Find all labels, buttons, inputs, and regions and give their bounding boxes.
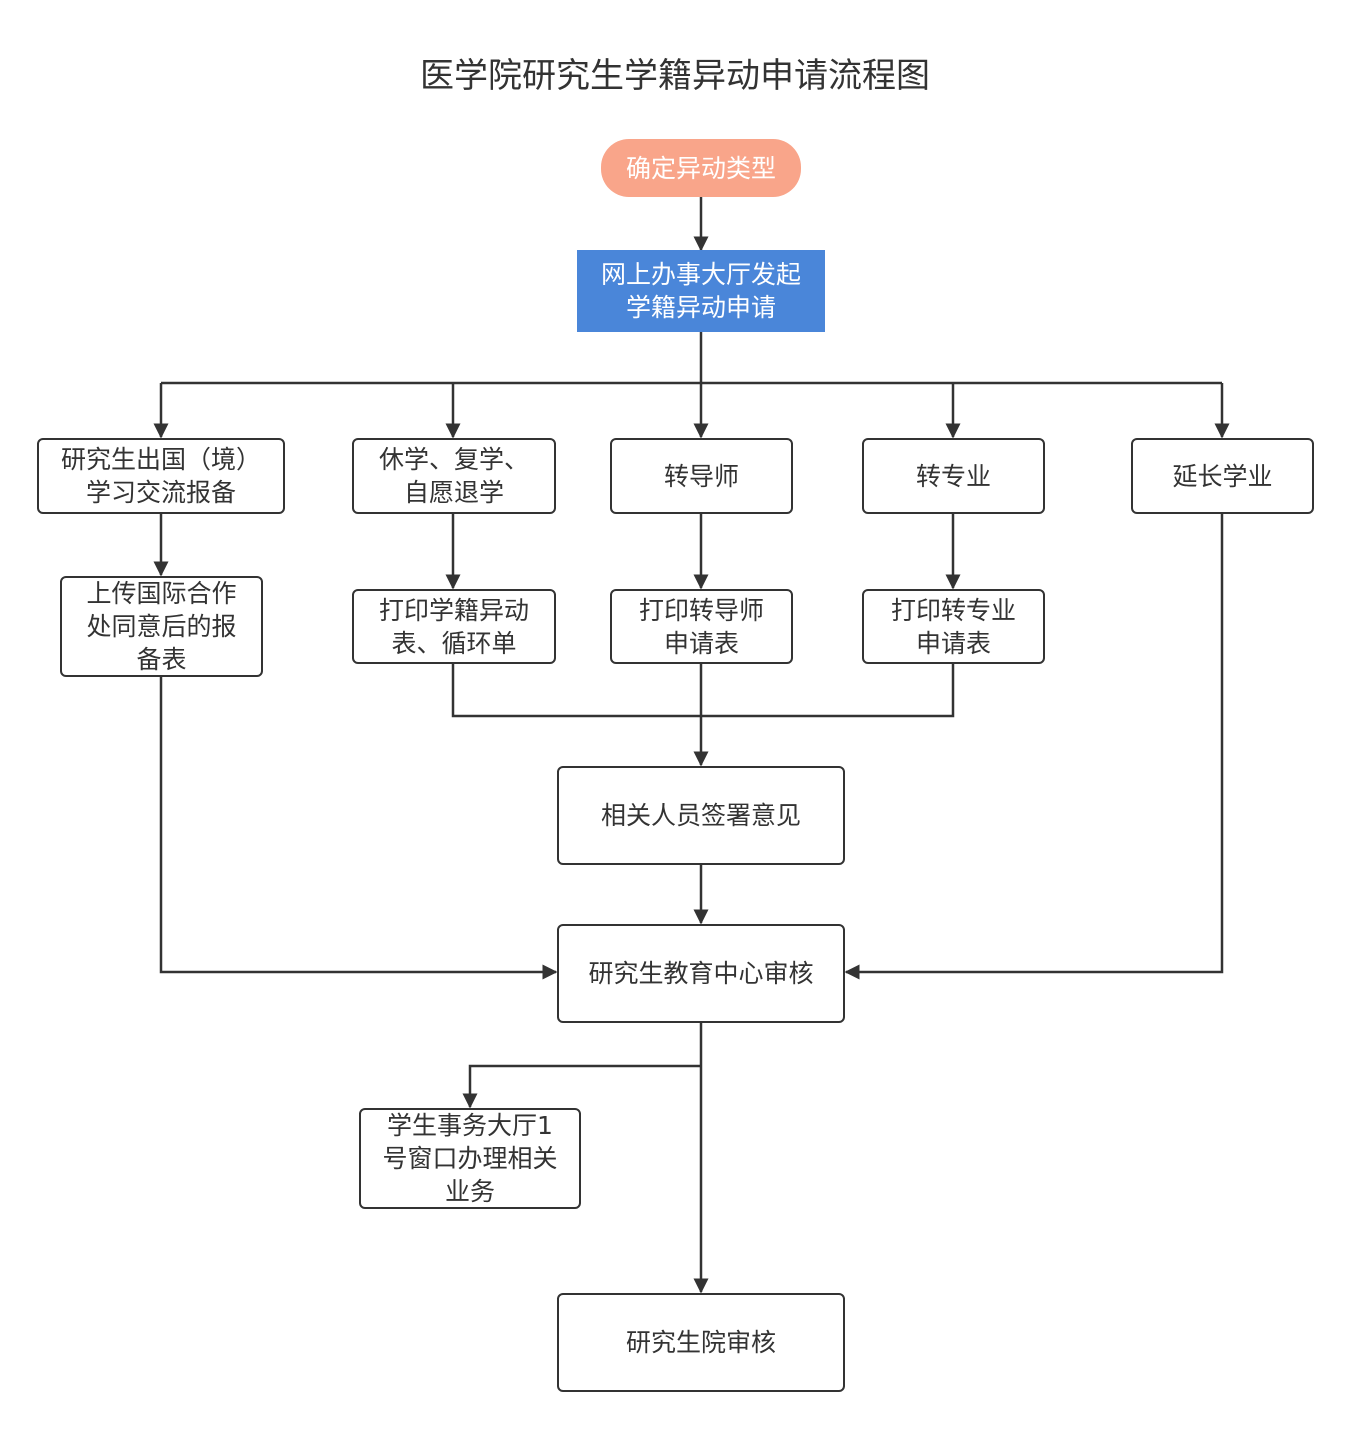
- node-label: 网上办事大厅发起学籍异动申请: [601, 258, 801, 324]
- node-print-major-form: 打印转专业申请表: [862, 589, 1045, 664]
- node-label: 研究生出国（境） 学习交流报备: [61, 443, 261, 509]
- node-label-line: 处同意后的报: [86, 612, 237, 641]
- node-start: 确定异动类型: [601, 139, 801, 197]
- node-suspend-resume-withdraw: 休学、复学、自愿退学: [352, 438, 556, 514]
- node-label-line: 确定异动类型: [625, 153, 776, 183]
- node-label-line: 打印转专业: [890, 595, 1016, 625]
- node-label-line: 申请表: [663, 628, 739, 658]
- node-label: 研究生院审核: [626, 1326, 776, 1359]
- node-label-line: 网上办事大厅发起: [600, 260, 801, 289]
- node-change-major: 转专业: [862, 438, 1045, 514]
- node-label-line: 延长学业: [1172, 461, 1273, 491]
- node-label-line: 打印学籍异动: [378, 595, 529, 625]
- node-change-advisor: 转导师: [610, 438, 793, 514]
- node-label-line: 申请表: [915, 628, 991, 658]
- node-label: 相关人员签署意见: [601, 799, 801, 832]
- diagram-title: 医学院研究生学籍异动申请流程图: [420, 56, 930, 96]
- node-online-application: 网上办事大厅发起学籍异动申请: [577, 250, 825, 332]
- node-label-line: 研究生教育中心审核: [588, 959, 814, 988]
- node-print-status-form: 打印学籍异动表、循环单: [352, 589, 556, 664]
- edge-print-merge: [451, 664, 955, 718]
- node-label-line: 学生事务大厅1: [387, 1111, 553, 1140]
- node-school-review: 研究生院审核: [557, 1293, 845, 1392]
- node-label: 延长学业: [1172, 460, 1272, 493]
- node-label: 转导师: [664, 460, 739, 493]
- node-service-window: 学生事务大厅1 号窗口办理相关业务: [359, 1108, 581, 1209]
- node-print-advisor-form: 打印转导师申请表: [610, 589, 793, 664]
- node-label-line: 号窗口办理相关: [382, 1144, 558, 1173]
- node-sign-opinion: 相关人员签署意见: [557, 766, 845, 865]
- edge-center-window: [462, 1064, 701, 1109]
- node-label-line: 研究生出国（境）: [60, 445, 261, 474]
- node-label-line: 休学、复学、: [378, 445, 529, 474]
- node-label-line: 自愿退学: [403, 478, 504, 507]
- node-label: 确定异动类型: [626, 152, 776, 185]
- node-label: 学生事务大厅1 号窗口办理相关业务: [382, 1109, 557, 1208]
- node-upload-form: 上传国际合作处同意后的报备表: [60, 576, 263, 677]
- node-extend-study: 延长学业: [1131, 438, 1314, 514]
- node-label: 上传国际合作处同意后的报备表: [86, 577, 236, 676]
- node-abroad-exchange: 研究生出国（境） 学习交流报备: [37, 438, 285, 514]
- node-label: 转专业: [916, 460, 991, 493]
- node-label: 打印学籍异动表、循环单: [379, 594, 529, 660]
- node-label-line: 学习交流报备: [85, 478, 236, 507]
- node-label-line: 转专业: [915, 461, 991, 491]
- node-label-line: 研究生院审核: [625, 1328, 776, 1357]
- node-label: 打印转专业申请表: [891, 594, 1016, 660]
- node-label: 打印转导师申请表: [639, 594, 764, 660]
- node-label-line: 备表: [136, 645, 187, 674]
- edge-extend-center: [844, 514, 1224, 980]
- node-label-line: 相关人员签署意见: [600, 801, 801, 830]
- node-label-line: 业务: [444, 1177, 495, 1206]
- node-label: 研究生教育中心审核: [588, 957, 813, 990]
- edge-upload-center: [159, 677, 558, 980]
- node-label-line: 表、循环单: [391, 628, 517, 658]
- node-label-line: 打印转导师: [638, 595, 764, 625]
- node-label-line: 学籍异动申请: [625, 293, 776, 322]
- node-label: 休学、复学、自愿退学: [379, 443, 529, 509]
- node-label-line: 转导师: [663, 461, 739, 491]
- node-label-line: 上传国际合作: [86, 579, 237, 608]
- node-center-review: 研究生教育中心审核: [557, 924, 845, 1023]
